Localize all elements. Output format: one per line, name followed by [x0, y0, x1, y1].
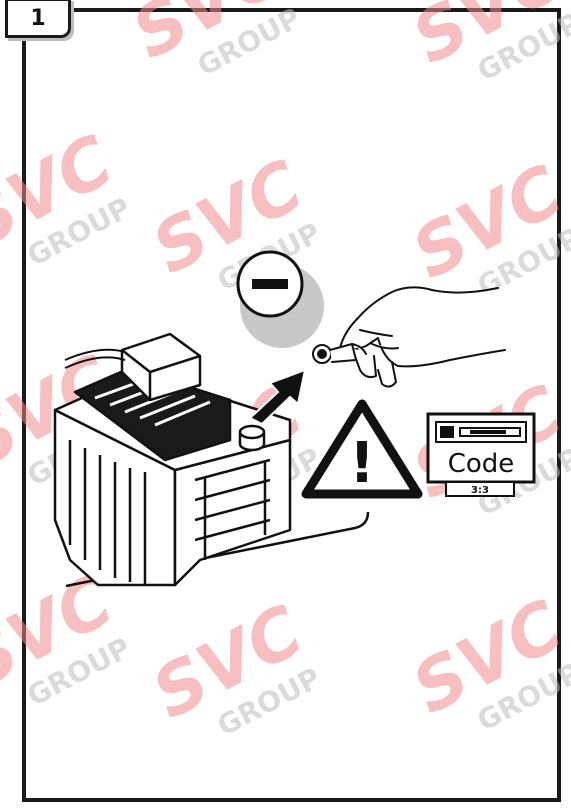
watermark-svc-10: SVC GROUP — [139, 589, 329, 761]
negative-polarity-symbol — [238, 252, 324, 348]
watermark-svc-2: SVC GROUP — [399, 0, 571, 106]
watermark-svc-3: SVC GROUP — [0, 119, 140, 291]
code-card-sub: 3:3 — [471, 485, 489, 496]
step-number: 1 — [30, 6, 45, 31]
watermark-svc-1: SVC GROUP — [119, 0, 309, 101]
watermark-svc-11: SVC GROUP — [399, 584, 571, 756]
code-card-label: Code — [448, 449, 515, 479]
minus-sign — [252, 279, 288, 289]
warning-icon: ! — [306, 404, 418, 496]
svg-text:!: ! — [349, 431, 375, 496]
step-number-tab: 1 — [5, 0, 71, 38]
hand-with-terminal-clamp — [313, 287, 505, 386]
